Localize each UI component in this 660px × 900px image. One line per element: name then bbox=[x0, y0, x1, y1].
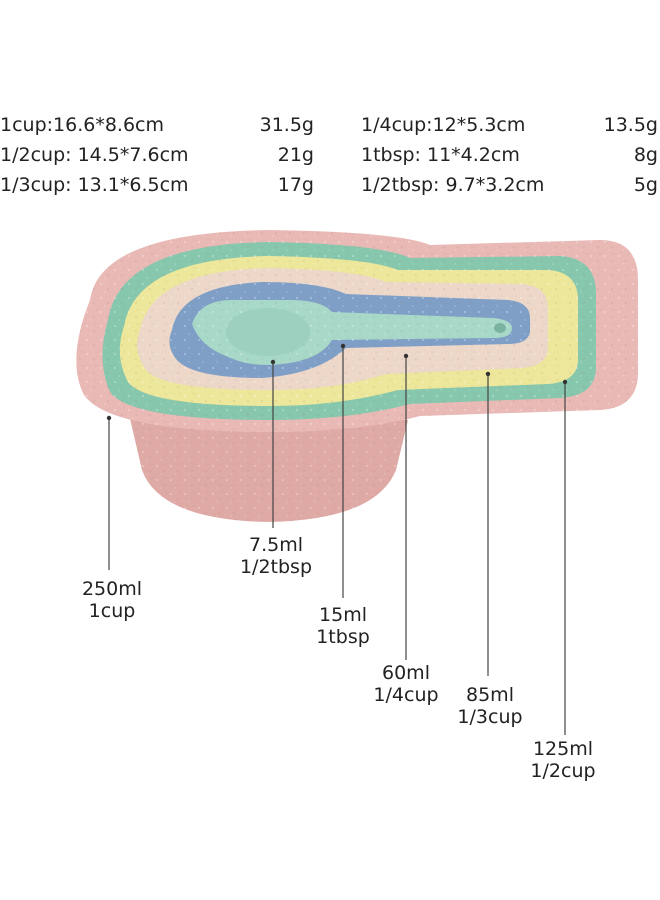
spec-weight: 21g bbox=[277, 144, 314, 166]
callout-volume: 7.5ml bbox=[248, 534, 303, 556]
callout-unit: 1/2tbsp bbox=[239, 556, 313, 578]
spec-weight: 31.5g bbox=[259, 114, 314, 136]
callout-unit: 1/3cup bbox=[457, 706, 523, 728]
callout-unit: 1tbsp bbox=[316, 626, 370, 648]
spec-weight: 13.5g bbox=[603, 114, 658, 136]
callout-volume: 125ml bbox=[532, 738, 594, 760]
cup-1-bowl bbox=[128, 410, 408, 522]
spec-size: 1cup:16.6*8.6cm bbox=[0, 114, 165, 136]
spec-size: 1/2tbsp: 9.7*3.2cm bbox=[361, 174, 545, 196]
callout-1cup: 250ml 1cup bbox=[82, 578, 142, 622]
spec-weight: 8g bbox=[633, 144, 658, 166]
callout-half-cup: 125ml 1/2cup bbox=[530, 738, 595, 782]
leader-lines bbox=[108, 346, 566, 735]
callout-unit: 1/2cup bbox=[530, 760, 596, 782]
callout-volume: 250ml bbox=[81, 578, 143, 600]
spec-size: 1/2cup: 14.5*7.6cm bbox=[0, 144, 189, 166]
spec-size: 1tbsp: 11*4.2cm bbox=[361, 144, 520, 166]
callout-third-cup: 85ml 1/3cup bbox=[457, 684, 522, 728]
spoon-half-tbsp bbox=[192, 300, 512, 365]
callout-unit: 1cup bbox=[88, 600, 136, 622]
spec-size: 1/3cup: 13.1*6.5cm bbox=[0, 174, 189, 196]
callout-quarter-cup: 60ml 1/4cup bbox=[373, 662, 438, 706]
spec-weight: 17g bbox=[277, 174, 314, 196]
leader-dots bbox=[106, 343, 568, 421]
callout-volume: 60ml bbox=[382, 662, 430, 684]
callout-volume: 85ml bbox=[466, 684, 514, 706]
callout-half-tbsp: 7.5ml 1/2tbsp bbox=[240, 534, 312, 578]
spec-row: 1/3cup: 13.1*6.5cm 17g 1/2tbsp: 9.7*3.2c… bbox=[0, 172, 660, 202]
callout-volume: 15ml bbox=[319, 604, 367, 626]
callout-tbsp: 15ml 1tbsp bbox=[316, 604, 370, 648]
spec-row: 1cup:16.6*8.6cm 31.5g 1/4cup:12*5.3cm 13… bbox=[0, 112, 660, 142]
spec-row: 1/2cup: 14.5*7.6cm 21g 1tbsp: 11*4.2cm 8… bbox=[0, 142, 660, 172]
spec-weight: 5g bbox=[633, 174, 658, 196]
spec-table: 1cup:16.6*8.6cm 31.5g 1/4cup:12*5.3cm 13… bbox=[0, 112, 660, 208]
callout-unit: 1/4cup bbox=[373, 684, 439, 706]
spec-size: 1/4cup:12*5.3cm bbox=[361, 114, 526, 136]
